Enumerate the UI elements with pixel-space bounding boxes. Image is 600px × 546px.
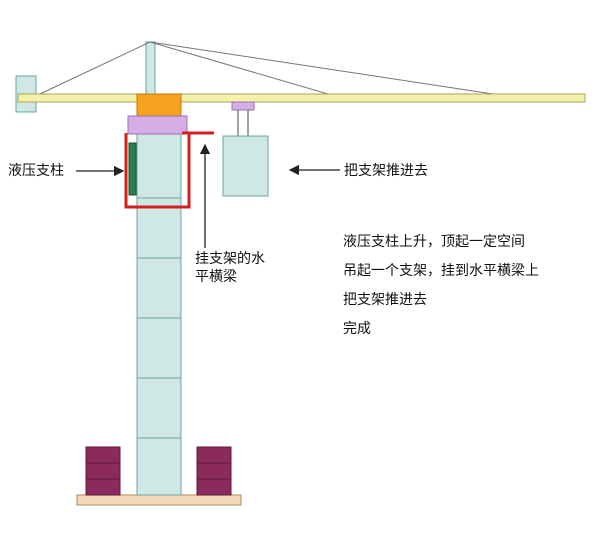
- hanging-mast-section: [222, 135, 269, 197]
- ballast-left: [85, 446, 121, 496]
- crane-tower-top: [145, 41, 156, 95]
- step-list: 液压支柱上升，顶起一定空间 吊起一个支架，挂到水平横梁上 把支架推进去 完成: [343, 228, 539, 344]
- step-4: 完成: [343, 321, 371, 337]
- climbing-frame-top: [127, 115, 188, 135]
- jib-trolley: [231, 101, 255, 111]
- crane-base: [76, 494, 242, 506]
- label-beam-line1: 挂支架的水: [195, 251, 265, 267]
- upper-mast: [136, 133, 182, 199]
- crane-jib: [17, 93, 586, 103]
- ballast-right: [196, 446, 232, 496]
- jib-pendant-lines: [39, 41, 494, 95]
- highlight-box: [124, 131, 214, 209]
- step-1: 液压支柱上升，顶起一定空间: [343, 234, 525, 250]
- step-2: 吊起一个支架，挂到水平横梁上: [343, 263, 539, 279]
- label-hydraulic-support: 液压支柱: [8, 163, 64, 179]
- step-3: 把支架推进去: [343, 292, 427, 308]
- hydraulic-cylinder: [128, 142, 137, 196]
- label-beam-line2: 平横梁: [195, 269, 237, 285]
- label-push-frame: 把支架推进去: [344, 163, 428, 179]
- tower-mast: [136, 197, 182, 496]
- slewing-unit: [136, 93, 182, 117]
